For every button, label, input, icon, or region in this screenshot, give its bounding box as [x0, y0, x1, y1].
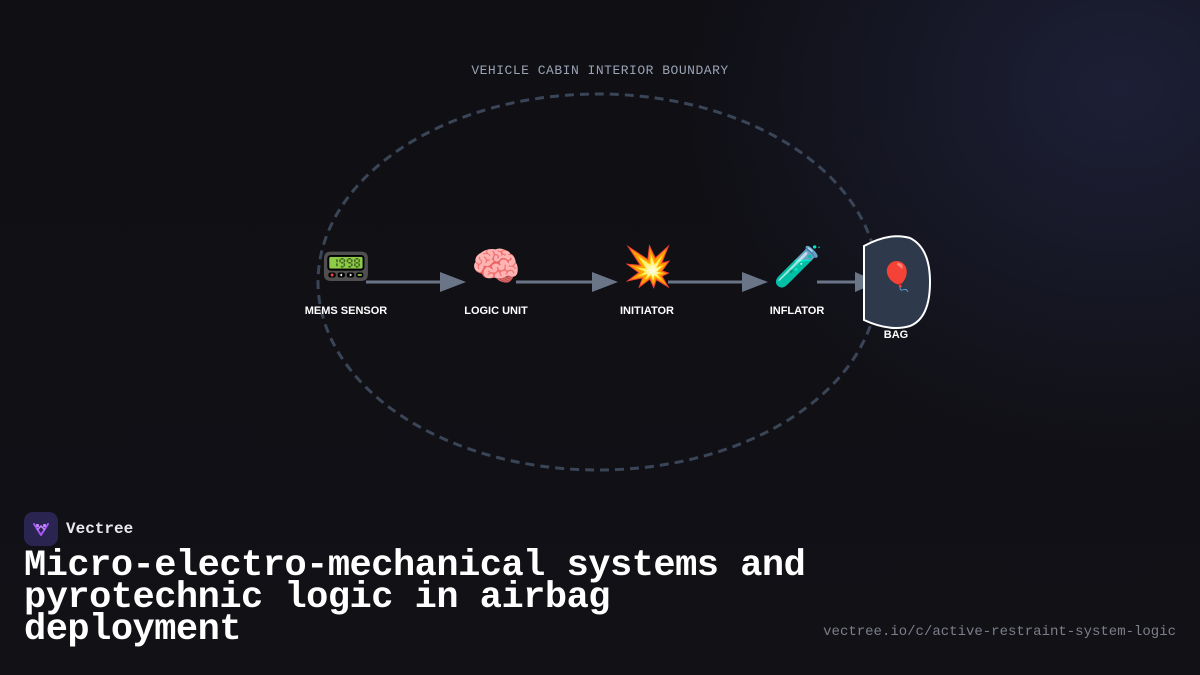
brain-icon: 🧠: [471, 244, 521, 290]
page-title: Micro-electro-mechanical systems and pyr…: [24, 545, 806, 651]
boundary-label: VEHICLE CABIN INTERIOR BOUNDARY: [471, 63, 729, 78]
node-label-logic-unit: LOGIC UNIT: [464, 305, 528, 317]
edge-mems-to-logic-head: [440, 272, 466, 292]
brand-name: Vectree: [66, 520, 134, 538]
node-label-inflator: INFLATOR: [769, 305, 825, 317]
node-label-initiator: INITIATOR: [620, 305, 674, 317]
balloon-icon: 🎈: [879, 260, 915, 293]
edge-initiator-to-inflator-head: [742, 272, 768, 292]
explosion-icon: 💥: [623, 244, 673, 290]
edge-logic-to-initiator-head: [592, 272, 618, 292]
page-url[interactable]: vectree.io/c/active-restraint-system-log…: [823, 624, 1176, 640]
node-label-bag: BAG: [883, 329, 909, 341]
node-label-mems-sensor: MEMS SENSOR: [304, 305, 388, 317]
brand: Vectree: [24, 512, 133, 546]
airbag-flow-diagram: [316, 92, 932, 472]
pager-icon: 📟: [321, 244, 371, 290]
test-tube-icon: 🧪: [773, 244, 823, 290]
vectree-logo-icon: [24, 512, 58, 546]
bag-shape: [863, 235, 932, 329]
